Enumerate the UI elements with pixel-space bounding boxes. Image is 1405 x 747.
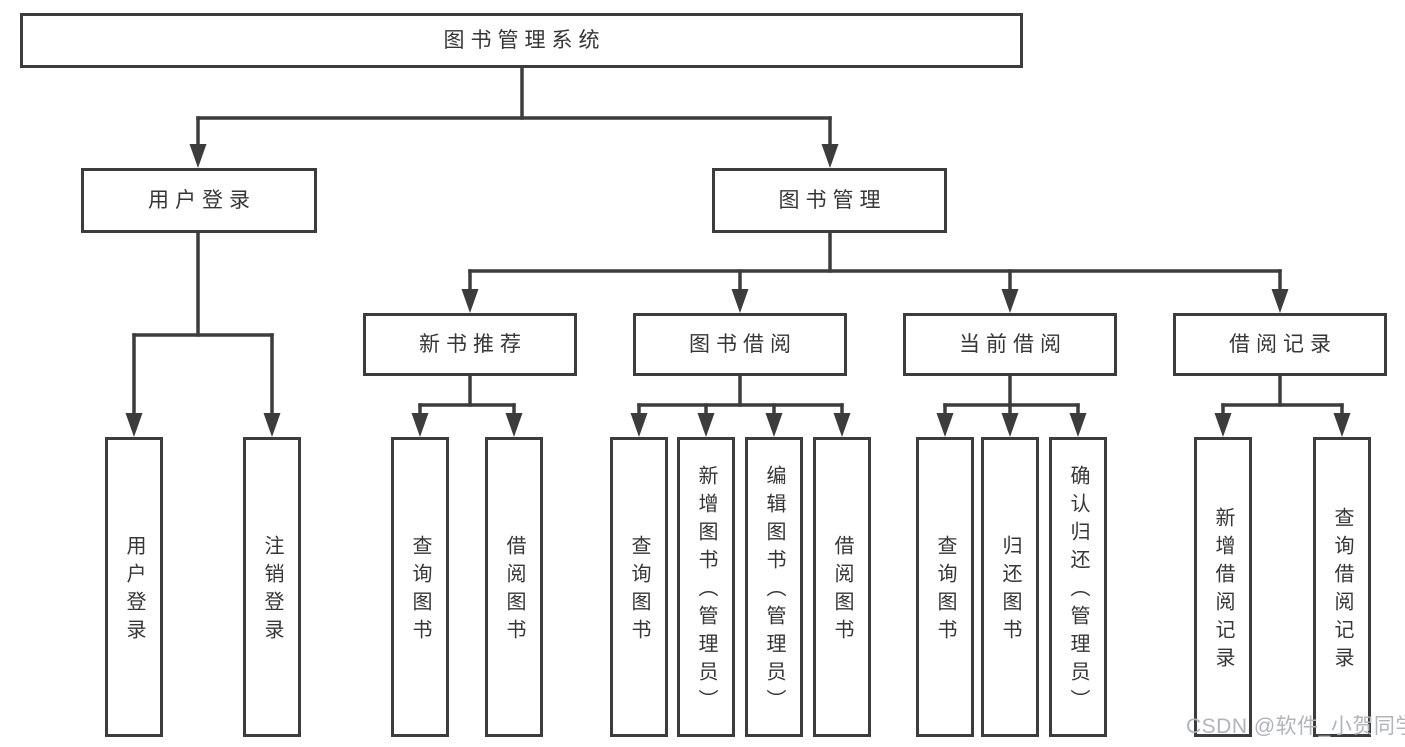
leaf-newbook-borrow-books: 借阅图书 bbox=[485, 437, 543, 737]
node-current-borrowing: 当前借阅 bbox=[903, 313, 1117, 376]
leaf-user-login: 用户登录 bbox=[105, 437, 163, 737]
connector-user-login bbox=[125, 231, 281, 437]
leaf-current-confirm-return-admin: 确认归还（管理员） bbox=[1049, 437, 1107, 737]
connector-root bbox=[189, 66, 839, 168]
leaf-records-query-record: 查询借阅记录 bbox=[1313, 437, 1371, 737]
connector-new-book bbox=[411, 374, 523, 437]
leaf-borrow-query-books: 查询图书 bbox=[610, 437, 668, 737]
node-library-system: 图书管理系统 bbox=[20, 13, 1023, 68]
node-book-borrowing: 图书借阅 bbox=[633, 313, 847, 376]
connector-borrow-records bbox=[1214, 374, 1351, 437]
leaf-borrow-borrow-books: 借阅图书 bbox=[813, 437, 871, 737]
node-borrowing-records: 借阅记录 bbox=[1173, 313, 1387, 376]
leaf-current-return-books: 归还图书 bbox=[981, 437, 1039, 737]
connector-current-borrow bbox=[936, 374, 1087, 437]
leaf-borrow-edit-books-admin: 编辑图书（管理员） bbox=[745, 437, 803, 737]
leaf-current-query-books: 查询图书 bbox=[916, 437, 974, 737]
node-user-login: 用户登录 bbox=[81, 168, 317, 233]
node-book-management: 图书管理 bbox=[712, 168, 947, 233]
leaf-records-add-record: 新增借阅记录 bbox=[1194, 437, 1252, 737]
connector-book-management bbox=[461, 231, 1289, 313]
leaf-newbook-query-books: 查询图书 bbox=[391, 437, 449, 737]
connector-book-borrow bbox=[630, 374, 851, 437]
watermark: CSDN @软件_小贺同学 bbox=[1186, 715, 1405, 738]
node-new-book-recommendation: 新书推荐 bbox=[363, 313, 577, 376]
leaf-logout: 注销登录 bbox=[243, 437, 301, 737]
leaf-borrow-add-books-admin: 新增图书（管理员） bbox=[677, 437, 735, 737]
